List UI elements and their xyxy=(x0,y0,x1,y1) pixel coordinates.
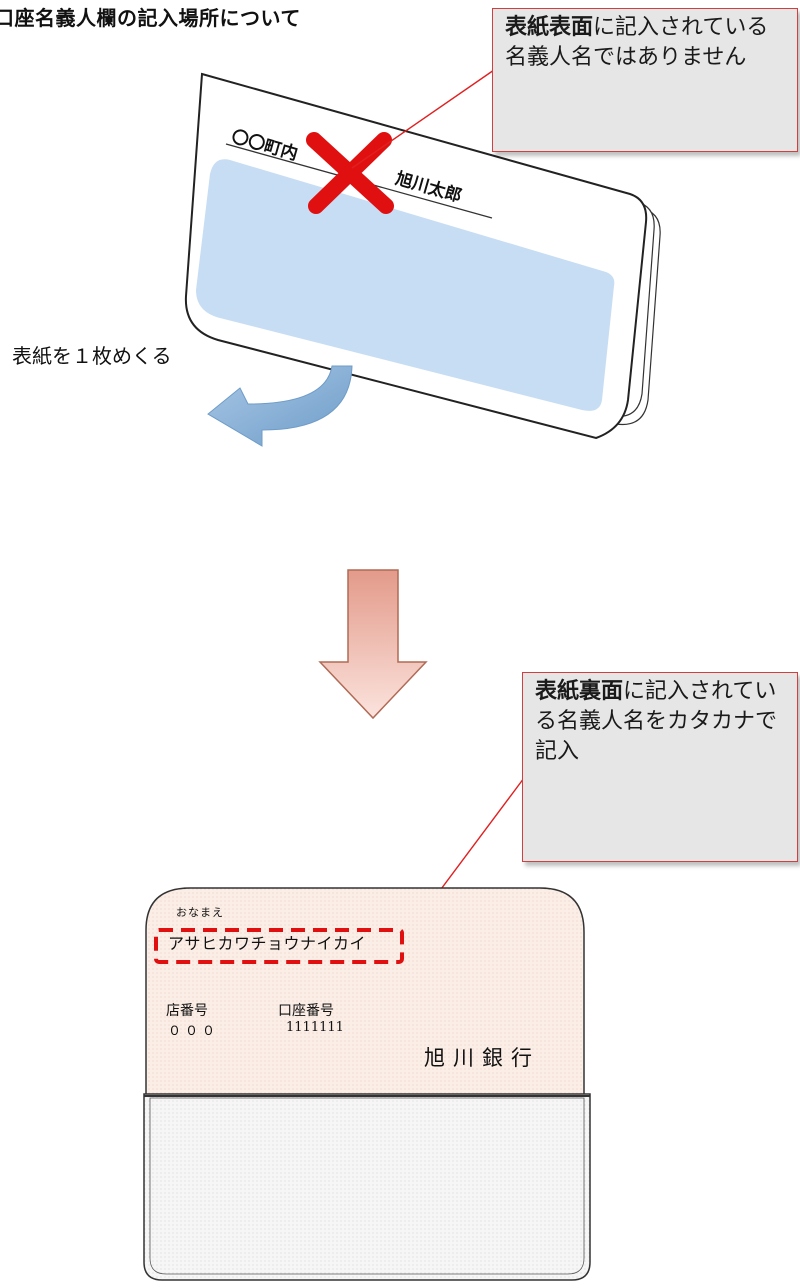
account-name-katakana: アサヒカワチョウナイカイ xyxy=(168,934,367,953)
down-arrow-icon xyxy=(318,569,428,720)
open-passbook xyxy=(143,887,591,1281)
branch-label: 店番号 xyxy=(166,1003,208,1019)
branch-value: ０００ xyxy=(168,1024,220,1039)
callout-back-text: に記入されている名義人名をカタカナで記入 xyxy=(535,679,778,764)
flip-arrow-icon xyxy=(207,365,353,447)
callout-front-cover: 表紙表面に記入されている名義人名ではありません xyxy=(492,8,798,152)
account-number-value: 1111111 xyxy=(286,1020,344,1035)
callout-back-emphasis: 表紙裏面 xyxy=(535,679,624,704)
bank-name: 旭川銀行 xyxy=(424,1046,540,1070)
account-number-label: 口座番号 xyxy=(278,1003,334,1019)
page-title: 口座名義人欄の記入場所について xyxy=(0,6,301,30)
callout-front-emphasis: 表紙表面 xyxy=(505,15,594,40)
closed-passbook xyxy=(184,72,661,440)
red-x-icon xyxy=(306,132,394,214)
flip-instruction: 表紙を１枚めくる xyxy=(12,344,172,368)
callout-front-text: に記入されている名義人名ではありません xyxy=(505,15,769,70)
name-highlight-box xyxy=(154,928,404,964)
furigana-label: おなまえ xyxy=(176,906,224,919)
callout-back-cover: 表紙裏面に記入されている名義人名をカタカナで記入 xyxy=(522,672,798,862)
